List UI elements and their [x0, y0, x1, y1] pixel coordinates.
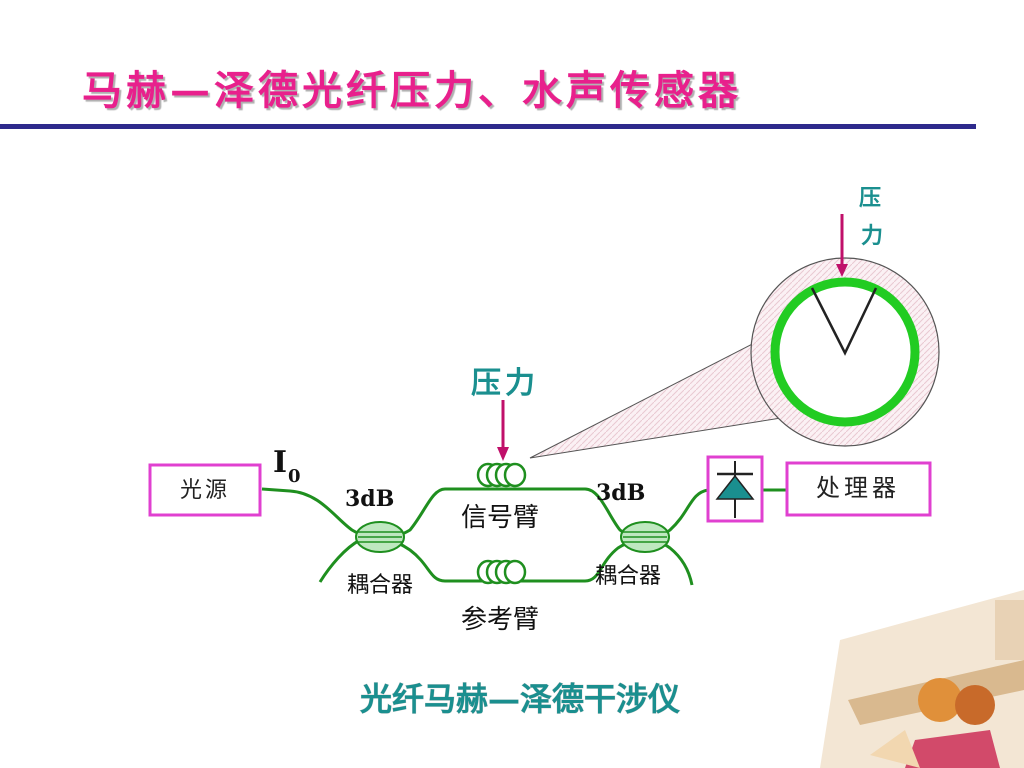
processor-box: [785, 461, 932, 517]
light-source-box: [148, 463, 262, 517]
pressure-label-middle: 压力: [471, 366, 539, 401]
fiber-coil-signal: [476, 462, 527, 488]
coupler-left-ratio: 3dB: [345, 486, 394, 512]
intensity-subscript: 0: [288, 466, 301, 487]
slide-title: 马赫—泽德光纤压力、水声传感器: [82, 67, 742, 114]
processor-label: 处理器: [816, 474, 900, 502]
pressure-label-top-2: 力: [861, 223, 883, 249]
coupler-left-label: 耦合器: [347, 573, 413, 598]
title-divider: [0, 124, 976, 129]
intensity-label: I: [273, 445, 287, 480]
magnified-sensor-view: [529, 214, 940, 459]
signal-arm-label: 信号臂: [461, 503, 539, 533]
coupler-left: [355, 521, 405, 553]
light-source-label: 光源: [180, 478, 230, 503]
diagram-caption: 光纤马赫—泽德干涉仪: [360, 680, 680, 718]
pressure-label-top-1: 压: [859, 185, 881, 211]
classroom-illustration: [820, 590, 1024, 768]
coupler-right: [620, 521, 670, 553]
coupler-right-ratio: 3dB: [596, 480, 645, 506]
reference-arm-label: 参考臂: [461, 605, 539, 635]
coupler-right-label: 耦合器: [595, 564, 661, 589]
photodiode-icon: [706, 455, 764, 523]
fiber-coil-reference: [476, 559, 527, 585]
